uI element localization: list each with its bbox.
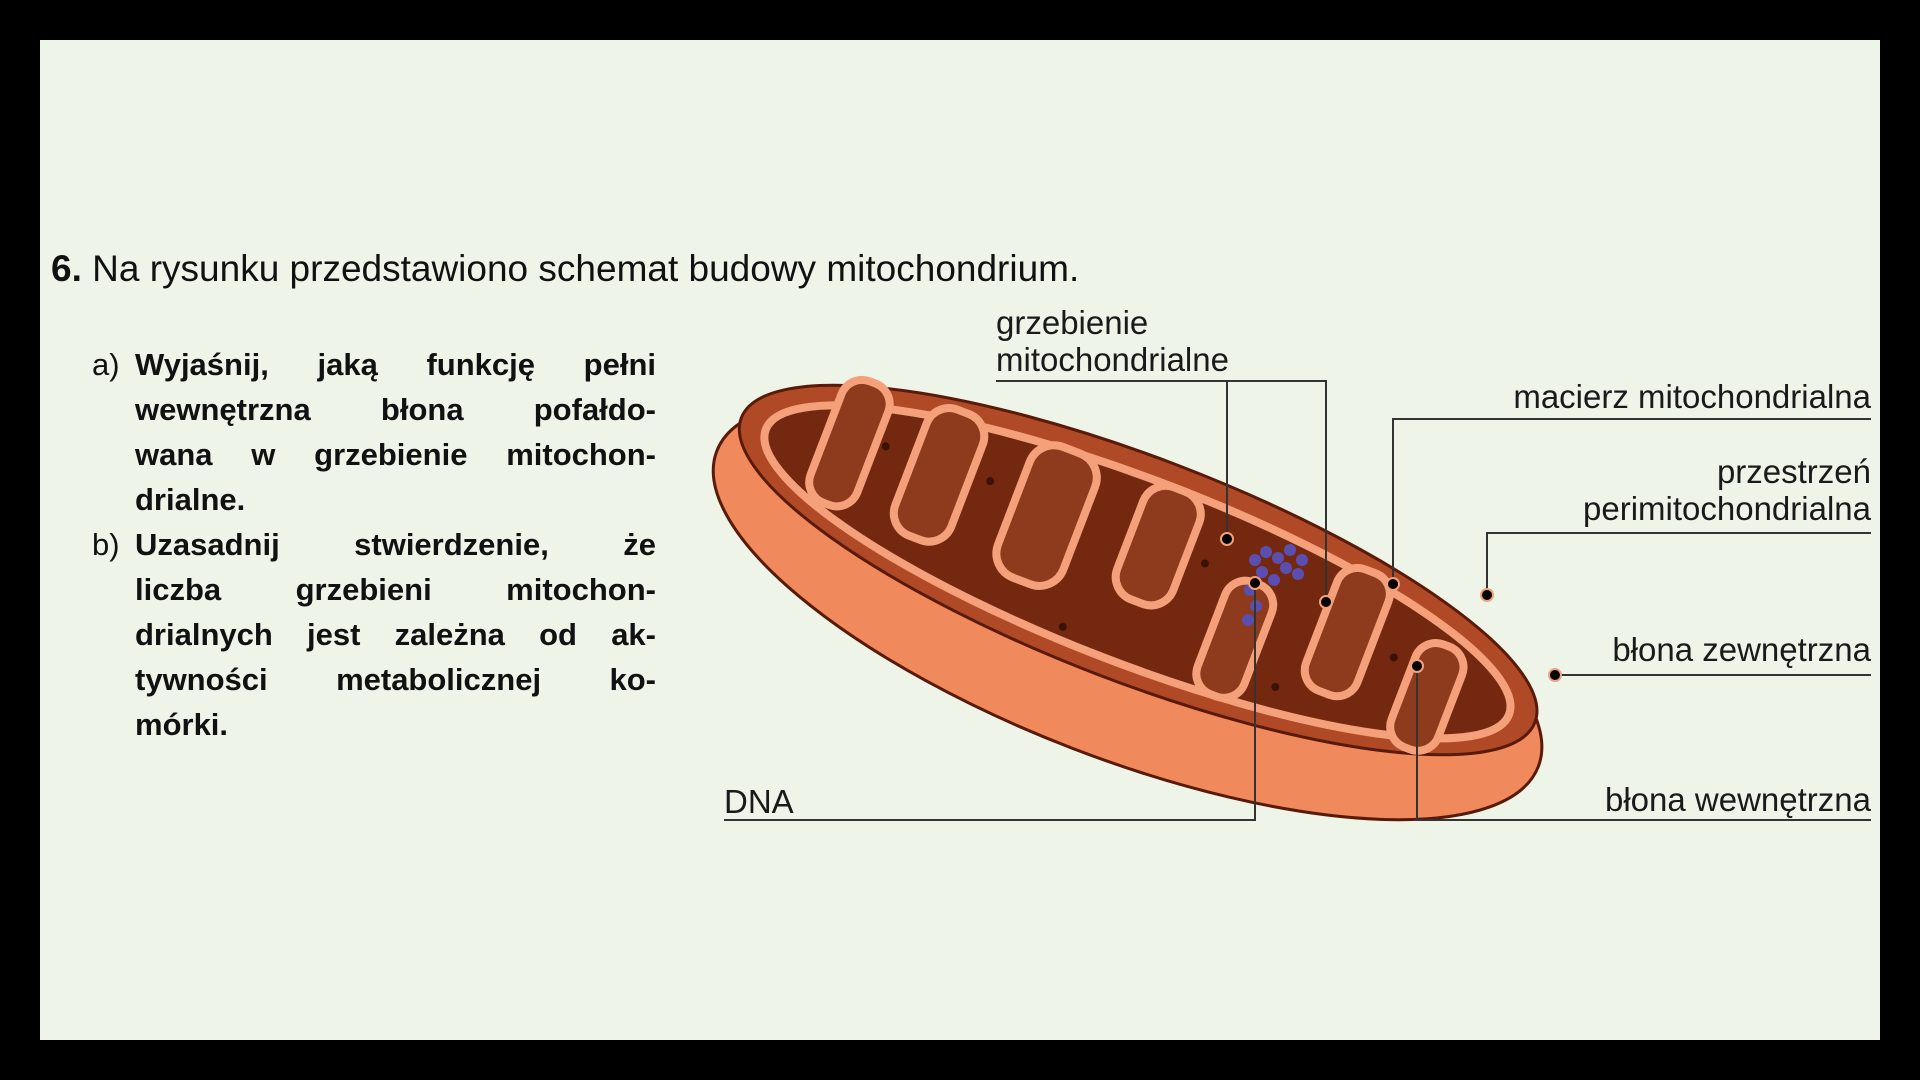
callout-lines bbox=[724, 380, 1871, 821]
task-b-line: tywności metabolicznej ko- bbox=[135, 662, 656, 697]
task-b-line: mórki. bbox=[135, 707, 229, 742]
task-a-label: a) bbox=[92, 347, 120, 382]
task-b-line: drialnych jest zależna od ak- bbox=[135, 617, 656, 652]
label-outer-membrane: błona zewnętrzna bbox=[1612, 631, 1871, 668]
task-b-label: b) bbox=[92, 527, 120, 562]
question-number: 6. bbox=[51, 248, 82, 289]
task-a: a) Wyjaśnij, jaką funkcję pełni wewnętrz… bbox=[92, 342, 656, 522]
label-matrix: macierz mitochondrialna bbox=[1513, 378, 1871, 415]
label-intermembrane-space: przestrzeń perimitochondrialna bbox=[1583, 453, 1871, 527]
task-a-line: wewnętrzna błona pofałdo- bbox=[135, 392, 656, 427]
callout-dots bbox=[1220, 532, 1562, 682]
task-a-line: wana w grzebienie mitochon- bbox=[135, 437, 656, 472]
label-intermembrane-line2: perimitochondrialna bbox=[1583, 490, 1871, 527]
label-cristae-line1: grzebienie bbox=[996, 304, 1149, 341]
task-b-line: Uzasadnij stwierdzenie, że bbox=[135, 527, 656, 562]
question-text: Na rysunku przedstawiono schemat budowy … bbox=[92, 248, 1080, 289]
task-a-line: drialne. bbox=[135, 482, 246, 517]
label-cristae: grzebienie mitochondrialne bbox=[996, 304, 1229, 378]
label-cristae-line2: mitochondrialne bbox=[996, 341, 1229, 378]
label-inner-membrane: błona wewnętrzna bbox=[1605, 781, 1871, 818]
task-b-line: liczba grzebieni mitochon- bbox=[135, 572, 656, 607]
label-intermembrane-line1: przestrzeń bbox=[1716, 453, 1871, 490]
label-dna: DNA bbox=[724, 783, 794, 820]
task-b: b) Uzasadnij stwierdzenie, że liczba grz… bbox=[92, 522, 656, 747]
task-a-line: Wyjaśnij, jaką funkcję pełni bbox=[135, 347, 656, 382]
question-title: 6. Na rysunku przedstawiono schemat budo… bbox=[51, 248, 1079, 290]
